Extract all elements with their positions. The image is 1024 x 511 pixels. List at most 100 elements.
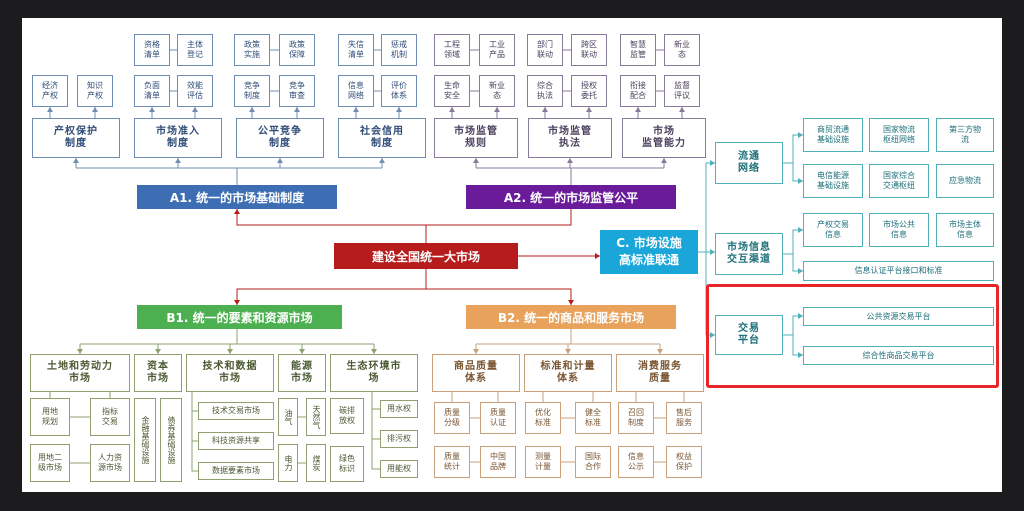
- b2-group-standards: 标准和计量 体系: [524, 354, 612, 392]
- connector: [236, 269, 427, 305]
- b1-leaf: 债券基础设施: [160, 398, 182, 482]
- connector-arrow: [155, 349, 161, 354]
- connector: [426, 288, 572, 305]
- b1-leaf: 油气: [278, 398, 298, 436]
- b2-leaf: 健全 标准: [575, 402, 611, 434]
- connector-arrow: [657, 349, 663, 354]
- a2-leaf: 工程 领域: [434, 34, 470, 66]
- a1-leaf: 政策 保障: [279, 34, 315, 66]
- b2-leaf: 权益 保护: [666, 446, 702, 478]
- connector-arrow: [661, 158, 667, 163]
- b1-leaf: 人力资 源市场: [90, 444, 130, 482]
- a2-group-rules: 市场监管 规则: [434, 118, 518, 158]
- connector: [426, 209, 572, 226]
- a1-group-property: 产权保护 制度: [32, 118, 120, 158]
- a1-group-access: 市场准入 制度: [134, 118, 222, 158]
- b1-title: B1. 统一的要素和资源市场: [137, 305, 342, 329]
- b1-group-land: 土地和劳动力 市场: [30, 354, 130, 392]
- c-leaf: 电信能源 基础设施: [803, 164, 863, 198]
- b1-leaf: 用水权: [380, 400, 418, 418]
- a1-leaf: 政策 实施: [234, 34, 270, 66]
- b1-leaf: 用能权: [380, 460, 418, 478]
- b1-group-eco: 生态环境市 场: [330, 354, 418, 392]
- c-leaf-wide: 信息认证平台接口和标准: [803, 261, 994, 281]
- b1-leaf: 天然气: [306, 398, 326, 436]
- connector-arrow: [798, 227, 803, 233]
- connector-arrow: [92, 107, 98, 112]
- connector-arrow: [396, 107, 402, 112]
- connector-arrow: [798, 132, 803, 138]
- highlight-frame: [706, 284, 999, 388]
- a2-group-capacity: 市场 监管能力: [622, 118, 706, 158]
- a1-leaf: 经济 产权: [32, 75, 68, 107]
- c-leaf: 商贸流通 基础设施: [803, 118, 863, 152]
- a1-leaf: 效能 评估: [177, 75, 213, 107]
- connector-arrow: [473, 158, 479, 163]
- connector-arrow: [798, 268, 803, 274]
- connector-arrow: [371, 349, 377, 354]
- b1-leaf: 技术交易市场: [198, 402, 274, 420]
- a1-leaf: 知识 产权: [77, 75, 113, 107]
- connector-arrow: [595, 253, 600, 259]
- c-leaf: 国家综合 交通枢纽: [869, 164, 929, 198]
- connector: [191, 392, 198, 472]
- b2-title: B2. 统一的商品和服务市场: [466, 305, 676, 329]
- b1-leaf: 金融基础设施: [134, 398, 156, 482]
- connector-arrow: [710, 160, 715, 166]
- connector-arrow: [494, 107, 500, 112]
- connector-arrow: [277, 158, 283, 163]
- connector: [783, 229, 803, 255]
- connector: [698, 162, 715, 253]
- c-leaf-wide: 综合性商品交易平台: [803, 346, 994, 365]
- connector-arrow: [710, 332, 715, 338]
- connector-arrow: [449, 107, 455, 112]
- b1-group-tech: 技术和数据 市场: [186, 354, 274, 392]
- a2-leaf: 综合 执法: [527, 75, 563, 107]
- a2-leaf: 监督 评议: [664, 75, 700, 107]
- connector-arrow: [567, 158, 573, 163]
- a2-leaf: 衔接 配合: [620, 75, 656, 107]
- b1-leaf: 煤炭: [306, 444, 326, 482]
- b2-leaf: 测量 计量: [525, 446, 561, 478]
- b1-leaf: 碳排 放权: [330, 398, 364, 434]
- a2-leaf: 工业 产品: [479, 34, 515, 66]
- a2-leaf: 新业 态: [664, 34, 700, 66]
- c-group-logistics: 流通 网络: [715, 142, 783, 184]
- connector-arrow: [47, 107, 53, 112]
- b1-leaf: 数据要素市场: [198, 462, 274, 480]
- b1-leaf: 指标 交易: [90, 398, 130, 436]
- connector: [236, 209, 427, 243]
- b1-leaf: 电力: [278, 444, 298, 482]
- connector-lines: [47, 49, 803, 472]
- a1-leaf: 评价 体系: [381, 75, 417, 107]
- c-leaf: 市场主体 信息: [936, 213, 994, 247]
- c-leaf-wide: 公共资源交易平台: [803, 307, 994, 326]
- connector-arrow: [249, 107, 255, 112]
- connector-arrow: [294, 107, 300, 112]
- c-title-line1: C. 市场设施: [616, 236, 682, 250]
- c-leaf: 应急物流: [936, 164, 994, 198]
- connector-arrow: [149, 107, 155, 112]
- connector: [783, 134, 803, 164]
- b1-leaf: 绿色 标识: [330, 446, 364, 482]
- a2-leaf: 跨区 联动: [571, 34, 607, 66]
- c-title: C. 市场设施 高标准联通: [600, 230, 698, 274]
- connector-arrow: [679, 107, 685, 112]
- connector-arrow: [565, 349, 571, 354]
- c-group-trading: 交易 平台: [715, 315, 783, 355]
- connector-arrow: [542, 107, 548, 112]
- connector-arrow: [299, 349, 305, 354]
- c-leaf: 市场公共 信息: [869, 213, 929, 247]
- a2-title: A2. 统一的市场监管公平: [466, 185, 676, 209]
- b2-leaf: 售后 服务: [666, 402, 702, 434]
- connector: [371, 392, 380, 470]
- connector-arrow: [798, 313, 803, 319]
- b2-leaf: 质量 统计: [434, 446, 470, 478]
- c-leaf: 国家物流 枢纽网络: [869, 118, 929, 152]
- connector-arrow: [227, 349, 233, 354]
- b2-leaf: 中国 品牌: [480, 446, 516, 478]
- b1-leaf: 科技资源共享: [198, 432, 274, 450]
- diagram-canvas: 建设全国统一大市场 A1. 统一的市场基础制度 A2. 统一的市场监管公平 B1…: [22, 18, 1002, 492]
- b2-leaf: 召回 制度: [618, 402, 654, 434]
- connector-arrow: [635, 107, 641, 112]
